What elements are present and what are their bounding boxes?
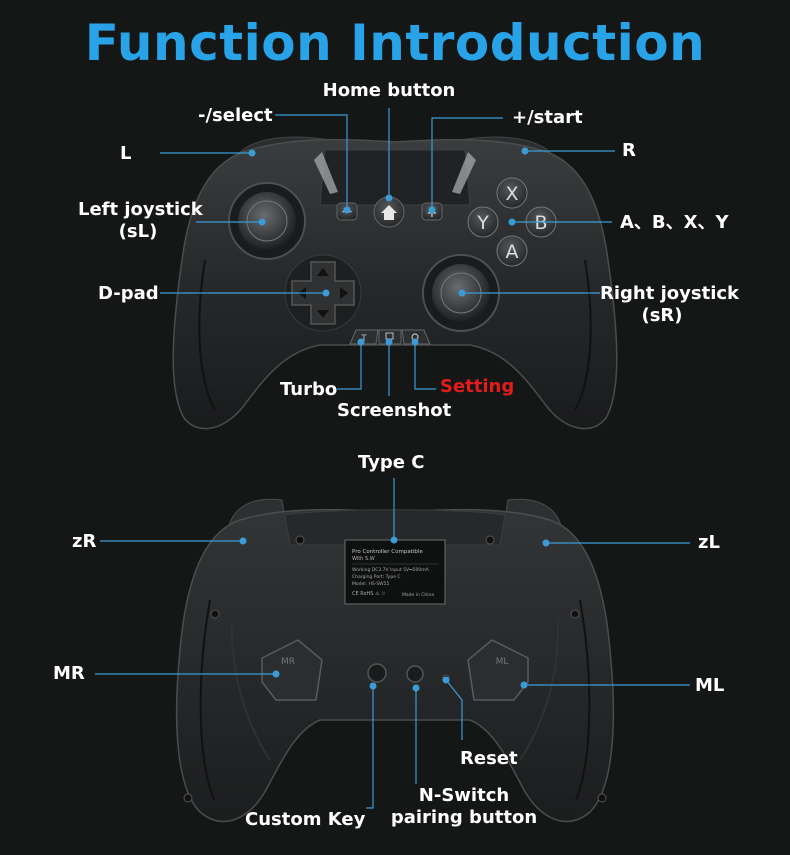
y-button-label: Y [476, 212, 489, 234]
label-right-joystick: Right joystick (sR) [600, 283, 739, 327]
label-right-joystick-name: Right joystick [600, 283, 739, 304]
label-left-joystick: Left joystick (sL) [78, 199, 203, 243]
page-title: Function Introduction [84, 14, 706, 72]
label-home-button: Home button [322, 80, 456, 101]
label-left-joystick-name: Left joystick [78, 199, 203, 220]
front-leader-dots [248, 147, 529, 346]
face-buttons: X Y B A [467, 177, 557, 267]
center-panel [319, 149, 471, 206]
label-right-joystick-sub: (sR) [641, 305, 683, 326]
svg-text:MR: MR [281, 657, 295, 667]
label-left-joystick-sub: (sL) [118, 221, 158, 242]
label-abxy: A、B、X、Y [620, 212, 729, 233]
rear-leader-dots [239, 536, 550, 692]
label-l: L [120, 143, 132, 164]
label-reset: Reset [460, 748, 518, 769]
label-select: -/select [198, 105, 273, 126]
label-custom-key: Custom Key [245, 809, 366, 830]
front-controller: − + X Y B A T [172, 136, 618, 430]
a-button-label: A [506, 241, 519, 263]
front-leader-lines [160, 108, 615, 396]
turbo-screenshot-setting-buttons: T [349, 329, 431, 345]
ml-paddle [467, 639, 529, 701]
rear-sticker: Pro Controller Compatible With S.W Worki… [344, 539, 446, 605]
sticker-line-1: Pro Controller Compatible [352, 549, 423, 555]
mr-paddle [261, 639, 323, 701]
label-ml: ML [695, 675, 725, 696]
sticker-line-6: CE RoHS ⚠ ♲ [352, 591, 386, 597]
label-screenshot: Screenshot [337, 400, 452, 421]
label-n-switch-sub: pairing button [390, 807, 538, 828]
sticker-line-2: With S.W [352, 556, 375, 562]
sticker-line-4: Charging Port: Type C [352, 574, 401, 580]
left-joystick [228, 182, 306, 260]
label-r: R [622, 140, 636, 161]
label-n-switch-name: N-Switch [418, 785, 510, 806]
label-n-switch: N-Switch pairing button [384, 785, 544, 829]
label-setting: Setting [440, 376, 515, 397]
b-button-label: B [534, 212, 547, 234]
sticker-line-5: Model: HS-SW55 [352, 581, 389, 587]
rear-controller: MR ML [175, 498, 615, 823]
pairing-button [406, 665, 424, 683]
rear-leader-lines [95, 478, 690, 809]
custom-key-button [367, 663, 387, 683]
label-start: +/start [512, 107, 583, 128]
label-type-c: Type C [358, 452, 425, 473]
label-turbo: Turbo [280, 379, 338, 400]
label-zr: zR [72, 531, 97, 552]
svg-text:ML: ML [496, 657, 509, 667]
rear-body [175, 508, 615, 823]
svg-text:T: T [360, 334, 367, 344]
label-zl: zL [698, 532, 720, 553]
sticker-line-3: Working DC3.7V Input 5V⎓500mA [352, 567, 430, 573]
label-mr: MR [53, 663, 85, 684]
sticker-line-7: Made in China [402, 592, 434, 598]
x-button-label: X [505, 183, 518, 205]
label-dpad: D-pad [98, 283, 159, 304]
